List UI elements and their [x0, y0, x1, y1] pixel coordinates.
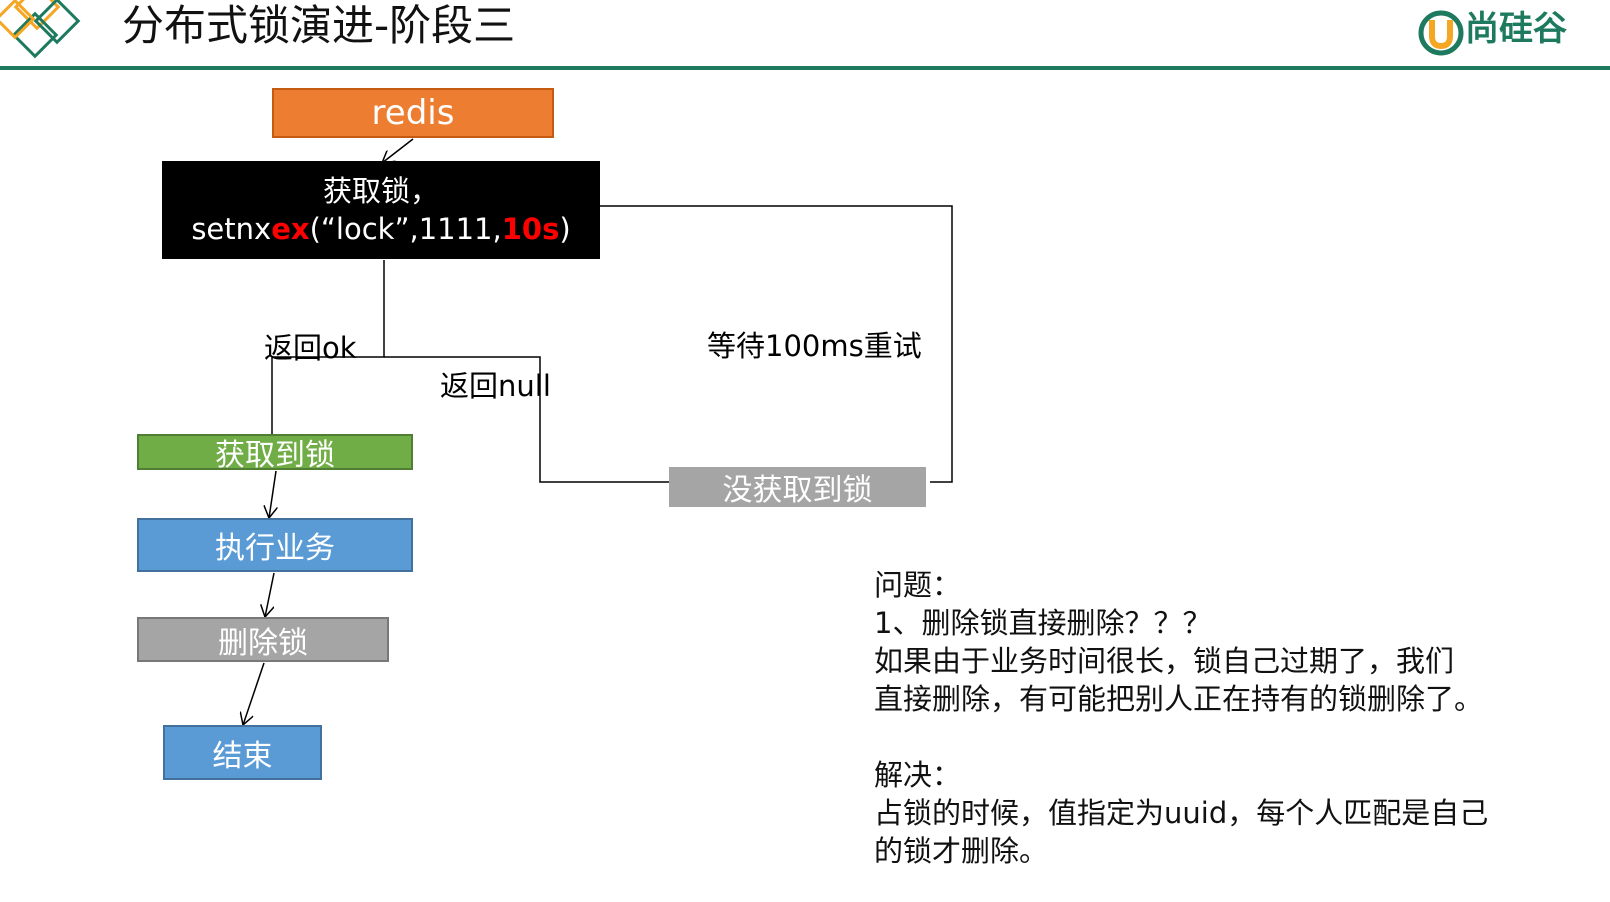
not-got-lock-node: 没获取到锁 [669, 467, 926, 508]
command-setnx: setnx [191, 212, 272, 246]
delete-lock-node: 删除锁 [137, 617, 389, 662]
edge-got-exec [269, 470, 276, 518]
edge-ok-label: 返回ok [264, 331, 357, 365]
edge-null-label: 返回null [440, 369, 551, 403]
notes-spacer [874, 718, 1488, 756]
page-title: 分布式锁演进-阶段三 [122, 1, 516, 50]
problem-title: 问题： [874, 568, 962, 602]
edge-exec-delete [265, 572, 275, 617]
edge-retry-label: 等待100ms重试 [707, 329, 922, 363]
execute-business-node: 执行业务 [137, 518, 413, 572]
command-close: ) [559, 212, 571, 246]
logo-diamonds-icon [0, 0, 81, 59]
command-ttl: 10s [501, 212, 560, 246]
end-node: 结束 [163, 725, 322, 780]
solution-line-2: 的锁才删除。 [874, 834, 1049, 868]
redis-node: redis [272, 88, 554, 138]
command-ex: ex [271, 212, 310, 246]
brand-logo-icon [1418, 10, 1464, 56]
header-divider [0, 66, 1610, 70]
acquire-lock-node: 获取锁， setnxex(“lock”,1111,10s) [162, 161, 600, 259]
command-args: (“lock”,1111, [309, 212, 502, 246]
edge-ok [272, 260, 385, 464]
problem-line-2: 如果由于业务时间很长，锁自己过期了，我们 [874, 644, 1455, 678]
solution-line-1: 占锁的时候，值指定为uuid，每个人匹配是自己 [874, 796, 1489, 830]
problem-line-1: 1、删除锁直接删除？？？ [874, 606, 1212, 640]
brand-name: 尚硅谷 [1465, 9, 1567, 49]
edge-retry [600, 205, 953, 483]
notes-panel: 问题： 1、删除锁直接删除？？？ 如果由于业务时间很长，锁自己过期了，我们 直接… [874, 566, 1488, 870]
edge-delete-end [243, 662, 265, 725]
edge-null [384, 356, 690, 482]
solution-title: 解决： [874, 758, 962, 792]
edge-redis-acquire [382, 138, 414, 163]
acquire-lock-title: 获取锁， [322, 174, 439, 208]
acquire-lock-command: setnxex(“lock”,1111,10s) [191, 210, 570, 248]
got-lock-node: 获取到锁 [137, 434, 413, 473]
problem-line-3: 直接删除，有可能把别人正在持有的锁删除了。 [874, 682, 1484, 716]
